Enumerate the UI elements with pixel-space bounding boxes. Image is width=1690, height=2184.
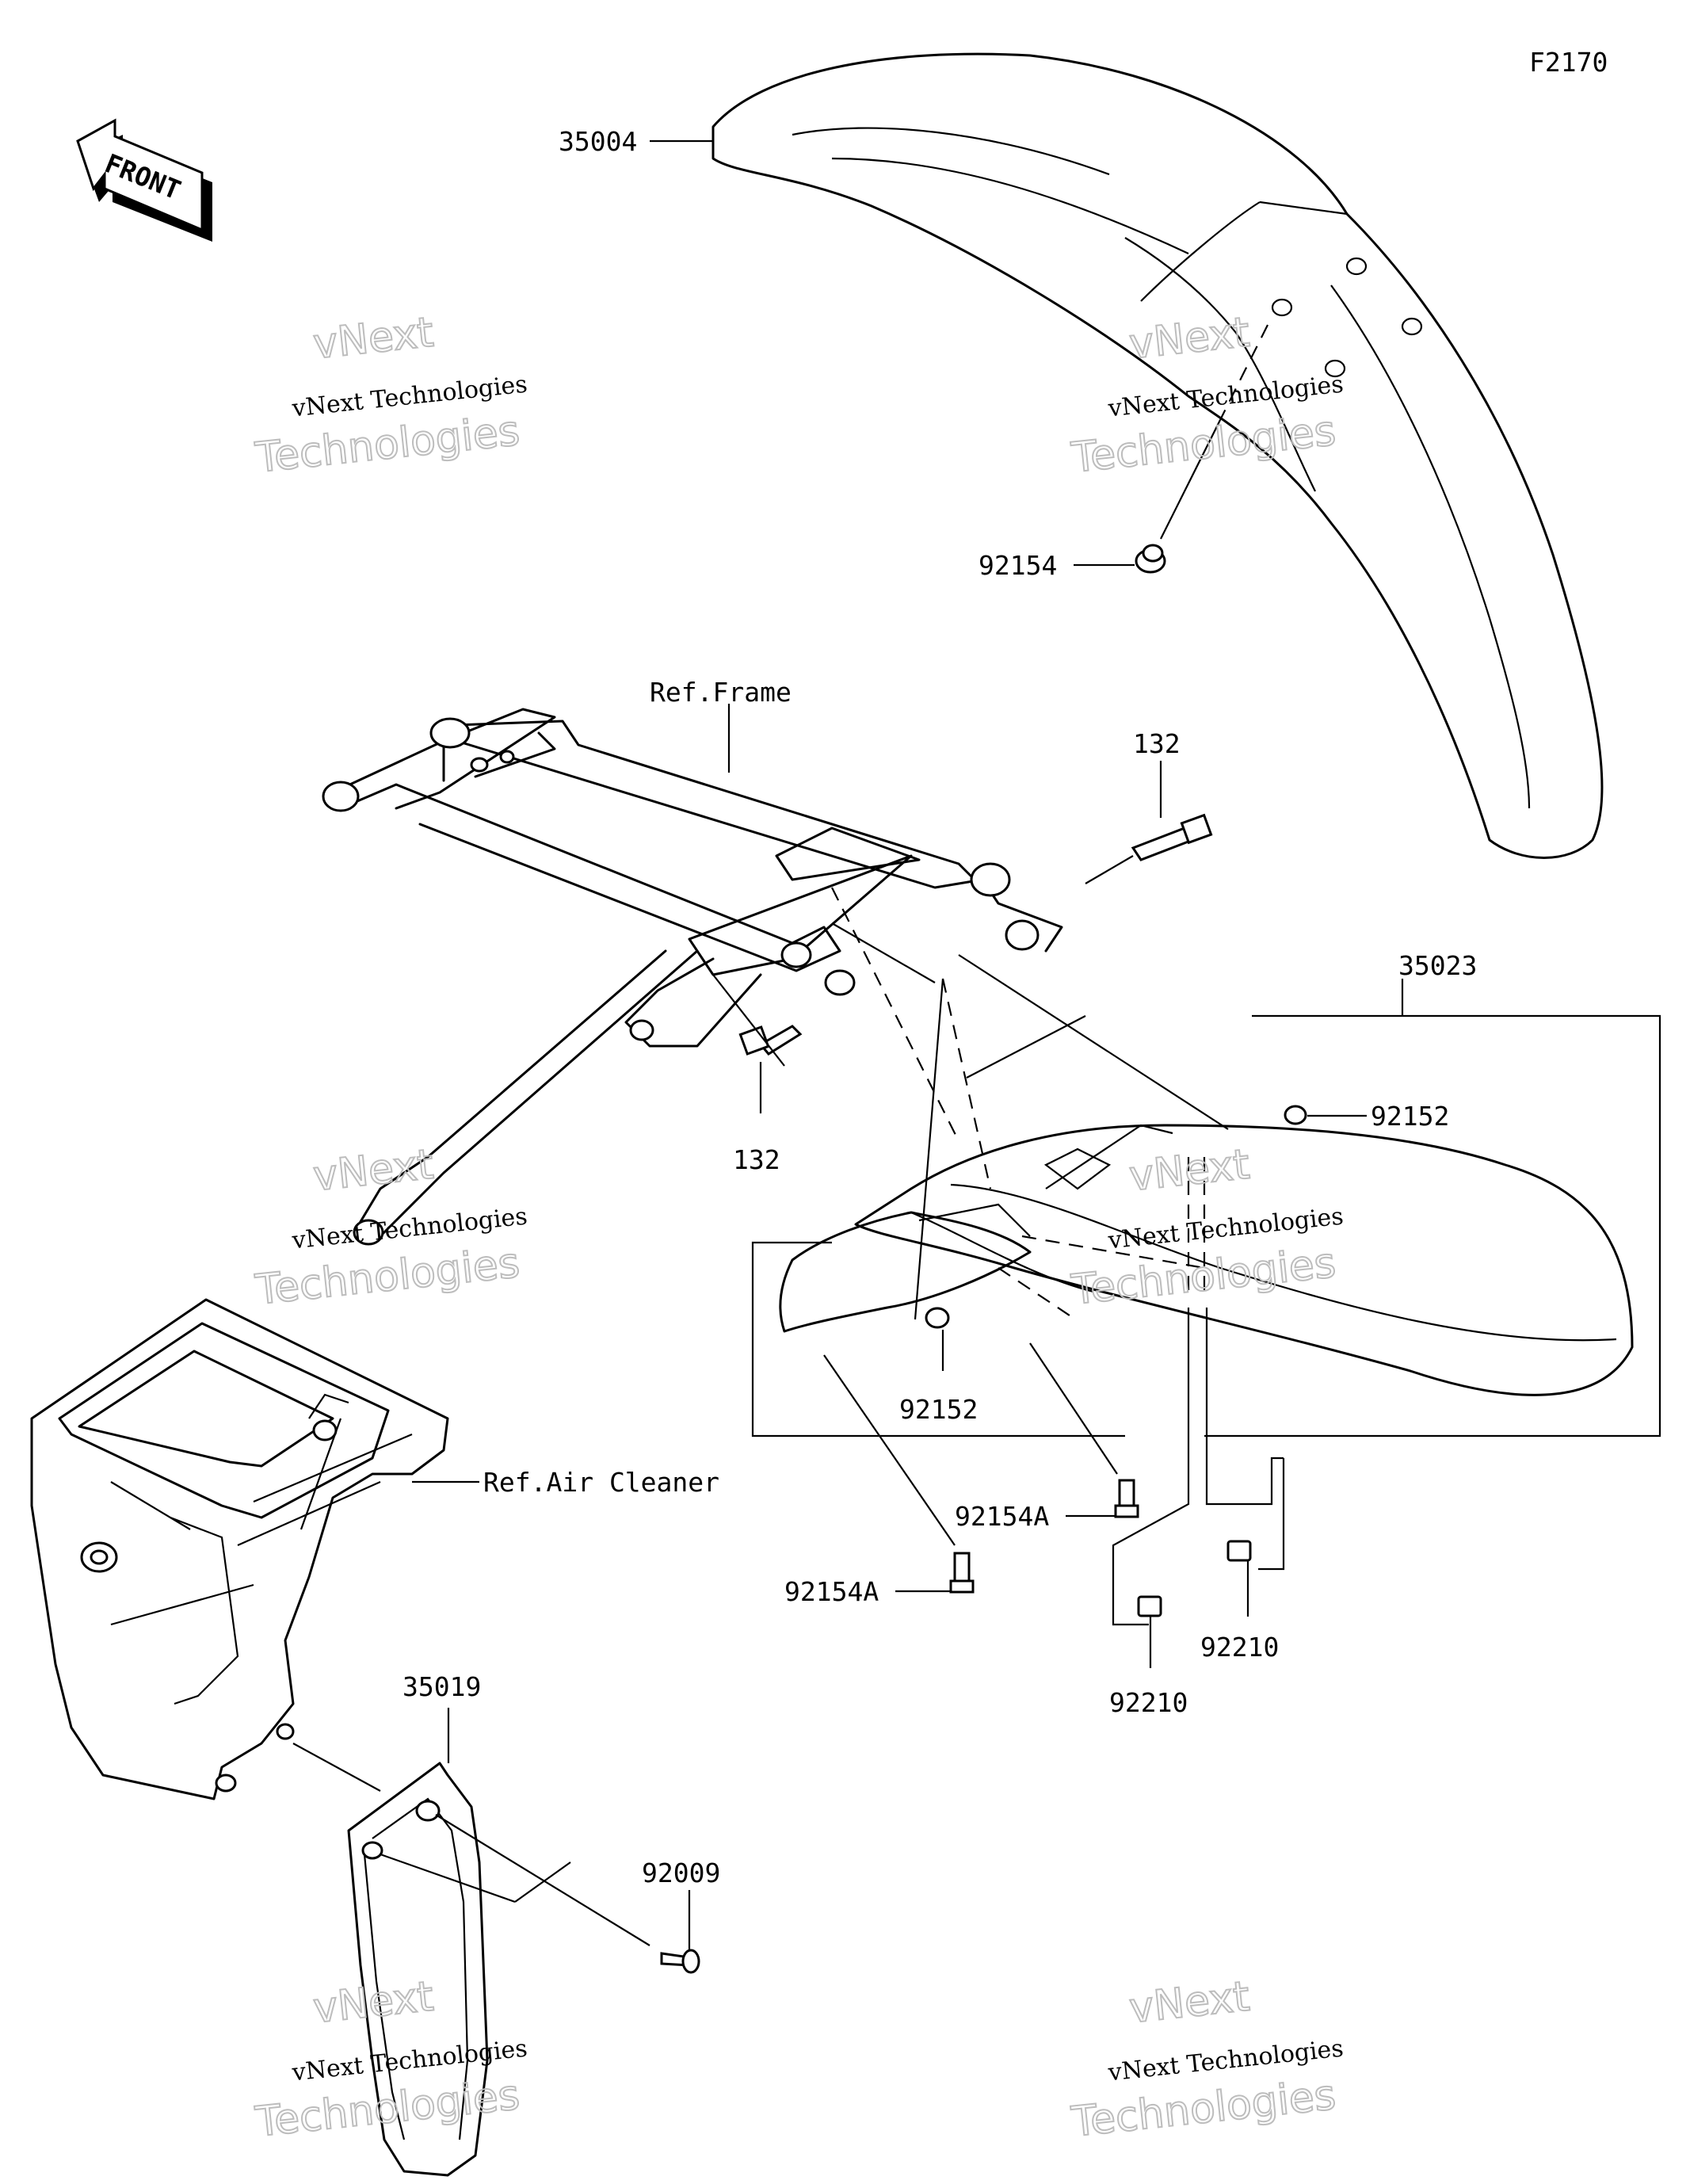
rear-fender xyxy=(779,1124,1634,1396)
front-arrow-icon: FRONT xyxy=(76,118,212,242)
bolt-132-lower xyxy=(738,1025,803,1113)
bolt-92154 xyxy=(1135,324,1268,574)
bolt-92154a-right xyxy=(1029,1342,1139,1518)
ref-air-cleaner xyxy=(30,1298,449,1800)
watermark-top-right: vNext vNext Technologies Technologies xyxy=(1068,308,1345,483)
label-92152-right: 92152 xyxy=(1371,1101,1449,1132)
svg-text:vNext: vNext xyxy=(311,1973,436,2033)
screw-92009 xyxy=(380,1814,700,1974)
label-92154a-left: 92154A xyxy=(784,1576,879,1607)
svg-text:vNext: vNext xyxy=(1127,309,1252,369)
label-35004: 35004 xyxy=(559,126,637,157)
collar-92152-left xyxy=(925,1307,950,1371)
bolt-132-upper xyxy=(1085,813,1213,884)
nut-92210-left xyxy=(1112,1308,1190,1668)
svg-text:vNext: vNext xyxy=(311,309,436,369)
watermark-top-left: vNext vNext Technologies Technologies xyxy=(252,308,528,483)
watermark-middle-right: vNext vNext Technologies Technologies xyxy=(1068,1140,1345,1315)
watermark-bottom-right: vNext vNext Technologies Technologies xyxy=(1068,1972,1345,2148)
label-35019: 35019 xyxy=(402,1671,481,1702)
label-92152-left: 92152 xyxy=(899,1394,978,1425)
label-92210-right: 92210 xyxy=(1200,1632,1279,1663)
watermark-bottom-left: vNext vNext Technologies Technologies xyxy=(252,1972,528,2148)
label-92154: 92154 xyxy=(979,550,1057,581)
bolt-92154a-left xyxy=(823,1354,975,1594)
label-92154a-right: 92154A xyxy=(955,1501,1049,1532)
rear-fender-assy-bracket xyxy=(751,979,1661,1438)
ref-frame xyxy=(322,708,1063,1246)
svg-text:vNext: vNext xyxy=(1127,1973,1252,2033)
label-ref-frame: Ref.Frame xyxy=(650,677,792,708)
label-132-upper: 132 xyxy=(1133,728,1181,759)
label-ref-air-cleaner: Ref.Air Cleaner xyxy=(483,1467,719,1498)
label-92009: 92009 xyxy=(642,1858,720,1888)
figure-code: F2170 xyxy=(1529,47,1608,78)
label-35023: 35023 xyxy=(1398,950,1477,981)
svg-text:vNext: vNext xyxy=(1127,1141,1252,1201)
label-92210-left: 92210 xyxy=(1109,1687,1188,1718)
nut-92210-right xyxy=(1205,1308,1285,1617)
svg-text:vNext: vNext xyxy=(311,1141,436,1201)
collar-92152-right xyxy=(1284,1105,1367,1125)
watermark-middle-left: vNext vNext Technologies Technologies xyxy=(252,1140,528,1315)
front-fender xyxy=(711,52,1604,859)
side-cover xyxy=(347,1762,489,2177)
label-132-lower: 132 xyxy=(733,1144,780,1175)
